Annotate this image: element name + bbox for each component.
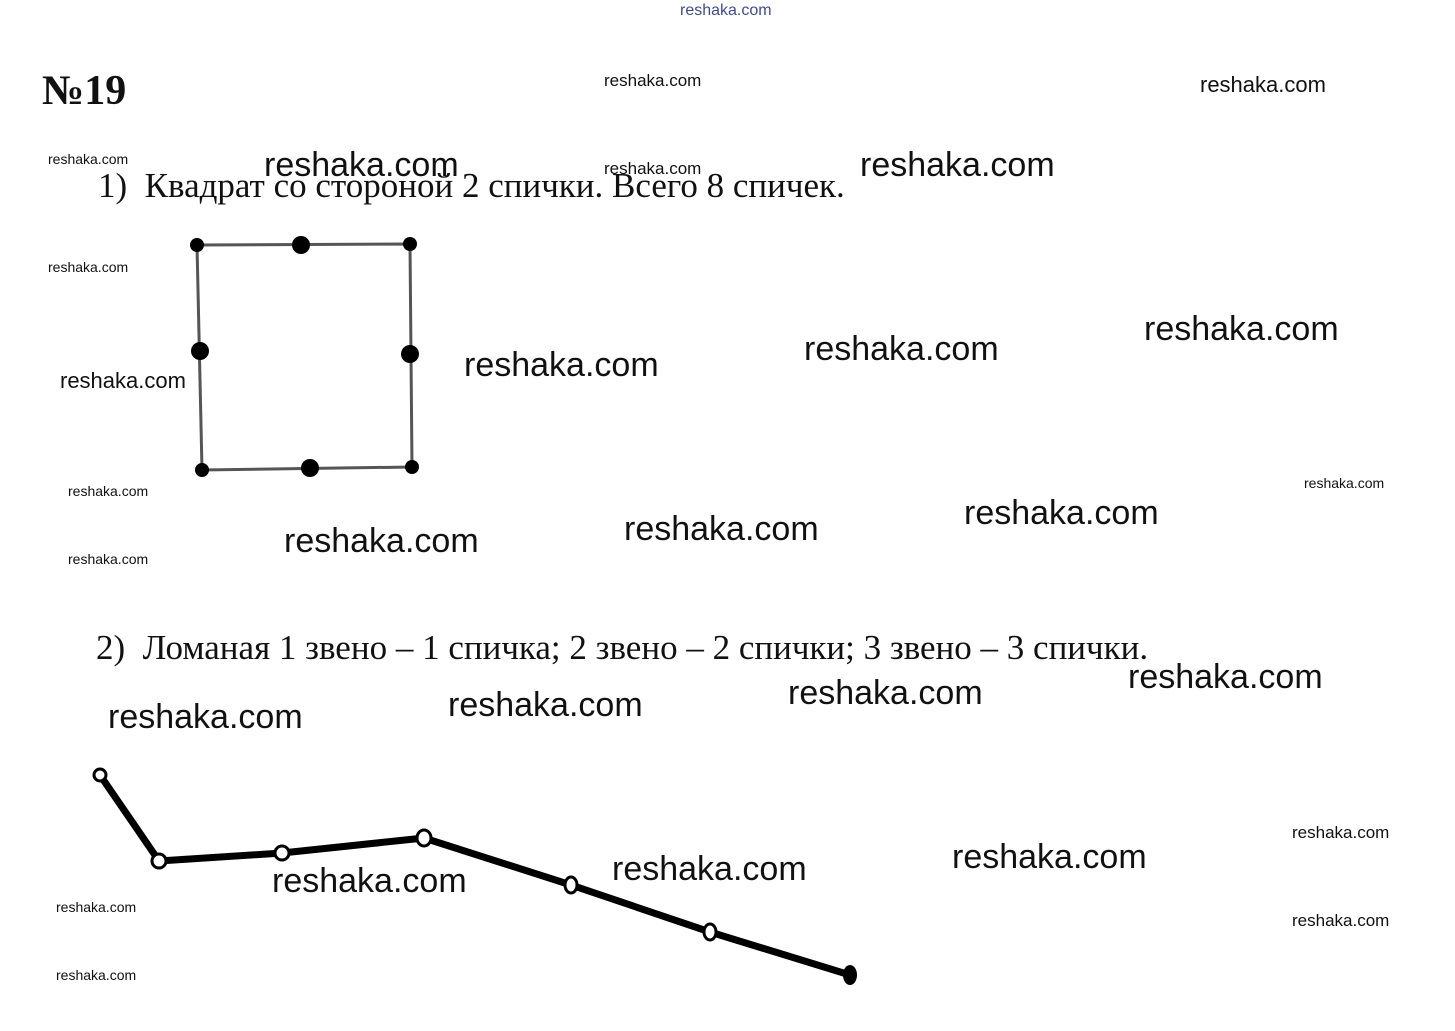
square-midpoint <box>191 342 209 360</box>
square-vertex <box>195 463 209 477</box>
watermark: reshaka.com <box>56 899 137 915</box>
watermark: reshaka.com <box>272 862 467 900</box>
watermark: reshaka.com <box>448 686 643 724</box>
watermark: reshaka.com <box>1128 658 1323 696</box>
watermark: reshaka.com <box>860 146 1055 184</box>
watermark: reshaka.com <box>604 159 702 178</box>
polyline-node <box>415 828 433 848</box>
item1-description: Квадрат со стороной 2 спички. Всего 8 сп… <box>144 166 845 205</box>
watermark: reshaka.com <box>612 850 807 888</box>
watermark: reshaka.com <box>48 151 129 167</box>
watermark: reshaka.com <box>464 346 659 384</box>
watermark: reshaka.com <box>604 71 702 90</box>
watermark: reshaka.com <box>964 494 1159 532</box>
item1-number: 1) <box>98 166 128 205</box>
polyline-figure <box>92 767 857 985</box>
watermark: reshaka.com <box>60 368 186 393</box>
watermark: reshaka.com <box>804 330 999 368</box>
watermark: reshaka.com <box>680 2 772 19</box>
polyline-node <box>843 965 857 985</box>
polyline-node <box>92 767 108 783</box>
watermark: reshaka.com <box>624 510 819 548</box>
square-vertex <box>403 237 417 251</box>
square-midpoint <box>401 345 419 363</box>
item2-number: 2) <box>96 628 126 667</box>
square-vertex <box>405 460 419 474</box>
square-vertex <box>190 238 204 252</box>
watermark: reshaka.com <box>284 522 479 560</box>
polyline-node <box>563 875 579 895</box>
watermark: reshaka.com <box>68 551 149 567</box>
watermark: reshaka.com <box>788 674 983 712</box>
watermark: reshaka.com <box>1304 475 1385 491</box>
polyline-node <box>273 844 291 862</box>
square-midpoint <box>301 459 319 477</box>
exercise-number: №19 <box>42 68 127 114</box>
watermark: reshaka.com <box>1292 911 1390 930</box>
watermark: reshaka.com <box>48 259 129 275</box>
item1-text: 1) Квадрат со стороной 2 спички. Всего 8… <box>98 168 845 203</box>
watermark: reshaka.com <box>108 698 303 736</box>
square-midpoint <box>292 236 310 254</box>
watermark: reshaka.com <box>68 483 149 499</box>
polyline-node <box>702 922 718 942</box>
watermark: reshaka.com <box>264 146 459 184</box>
watermark: reshaka.com <box>1292 823 1390 842</box>
watermark: reshaka.com <box>1144 310 1339 348</box>
watermark: reshaka.com <box>952 838 1147 876</box>
item2-text: 2) Ломаная 1 звено – 1 спичка; 2 звено –… <box>96 630 1148 665</box>
square-figure <box>190 236 419 477</box>
polyline-node <box>150 852 168 870</box>
item2-description: Ломаная 1 звено – 1 спичка; 2 звено – 2 … <box>142 628 1149 667</box>
watermark: reshaka.com <box>56 967 137 983</box>
watermark: reshaka.com <box>1200 72 1326 97</box>
